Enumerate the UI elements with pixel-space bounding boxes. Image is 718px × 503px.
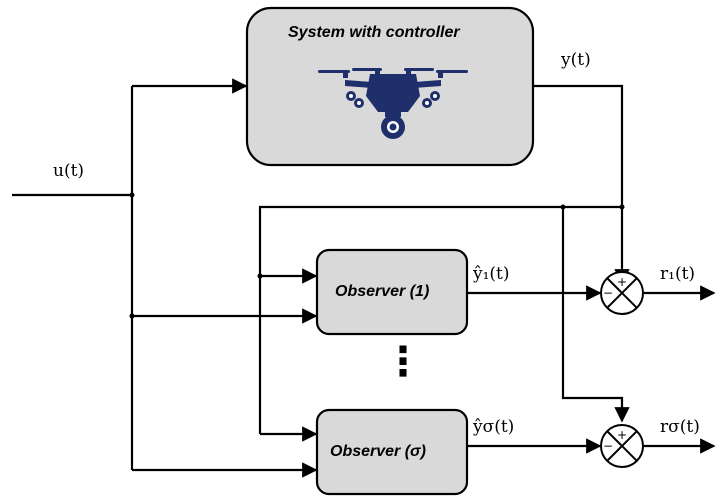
junction-dot <box>619 204 625 210</box>
plus-sign: + <box>617 428 628 442</box>
observer-sigma-block <box>315 408 469 496</box>
input-signal-label: u(t) <box>53 161 85 181</box>
ellipsis: ⋮ <box>383 339 423 385</box>
observer-1-block <box>315 248 469 336</box>
junction-dot <box>257 273 263 279</box>
residual-sigma-label: rσ(t) <box>660 417 700 437</box>
output-signal-label: y(t) <box>561 50 591 70</box>
minus-sign: − <box>603 439 614 453</box>
junction-dot <box>129 192 135 198</box>
observer-1-label: Observer (1) <box>335 283 430 300</box>
system-title: System with controller <box>288 24 460 41</box>
junction-dot <box>129 313 135 319</box>
drone-icon <box>318 68 468 139</box>
y-to-sum-sigma <box>561 207 630 423</box>
observer-sigma-label: Observer (σ) <box>330 443 426 460</box>
summing-junction-sigma <box>600 424 644 468</box>
minus-sign: − <box>603 286 614 300</box>
estimate-1-label: ŷ₁(t) <box>473 264 510 284</box>
plus-sign: + <box>617 275 628 289</box>
residual-1-label: r₁(t) <box>660 264 696 284</box>
feedback-bus <box>258 205 622 434</box>
summing-junction-1 <box>600 271 644 315</box>
junction-dot <box>560 204 566 210</box>
output-line <box>533 84 630 285</box>
estimate-sigma-label: ŷσ(t) <box>473 417 515 437</box>
